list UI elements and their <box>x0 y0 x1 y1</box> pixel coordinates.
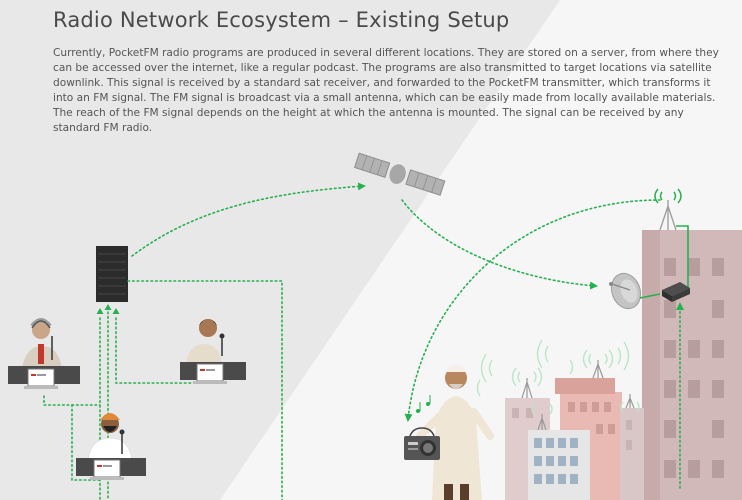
description-text: Currently, PocketFM radio programs are p… <box>53 47 719 134</box>
radio-icon <box>404 427 440 460</box>
fm-signal-waves <box>476 339 640 415</box>
antenna-cable <box>676 225 689 290</box>
server-downline <box>127 280 283 500</box>
producer-link-c <box>115 317 205 384</box>
listener-icon <box>416 365 494 500</box>
city-antennas <box>521 360 635 431</box>
producer-icon <box>180 319 246 384</box>
music-notes <box>416 395 431 413</box>
producer-icon <box>76 413 146 480</box>
satellite-icon <box>353 152 446 196</box>
fm-antenna-icon <box>654 188 682 231</box>
tall-building <box>642 230 742 500</box>
city-buildings <box>505 378 644 500</box>
producer-arrowheads <box>96 304 120 314</box>
page-title: Radio Network Ecosystem – Existing Setup <box>53 8 510 32</box>
fm-transmitter-icon <box>662 282 690 302</box>
satellite-dish-icon <box>609 272 661 310</box>
antenna-to-radio-path <box>404 199 661 422</box>
server-to-satellite-path <box>131 182 366 257</box>
producer-icon <box>8 318 80 389</box>
satellite-to-dish-path <box>401 199 598 290</box>
server-icon <box>96 246 128 302</box>
